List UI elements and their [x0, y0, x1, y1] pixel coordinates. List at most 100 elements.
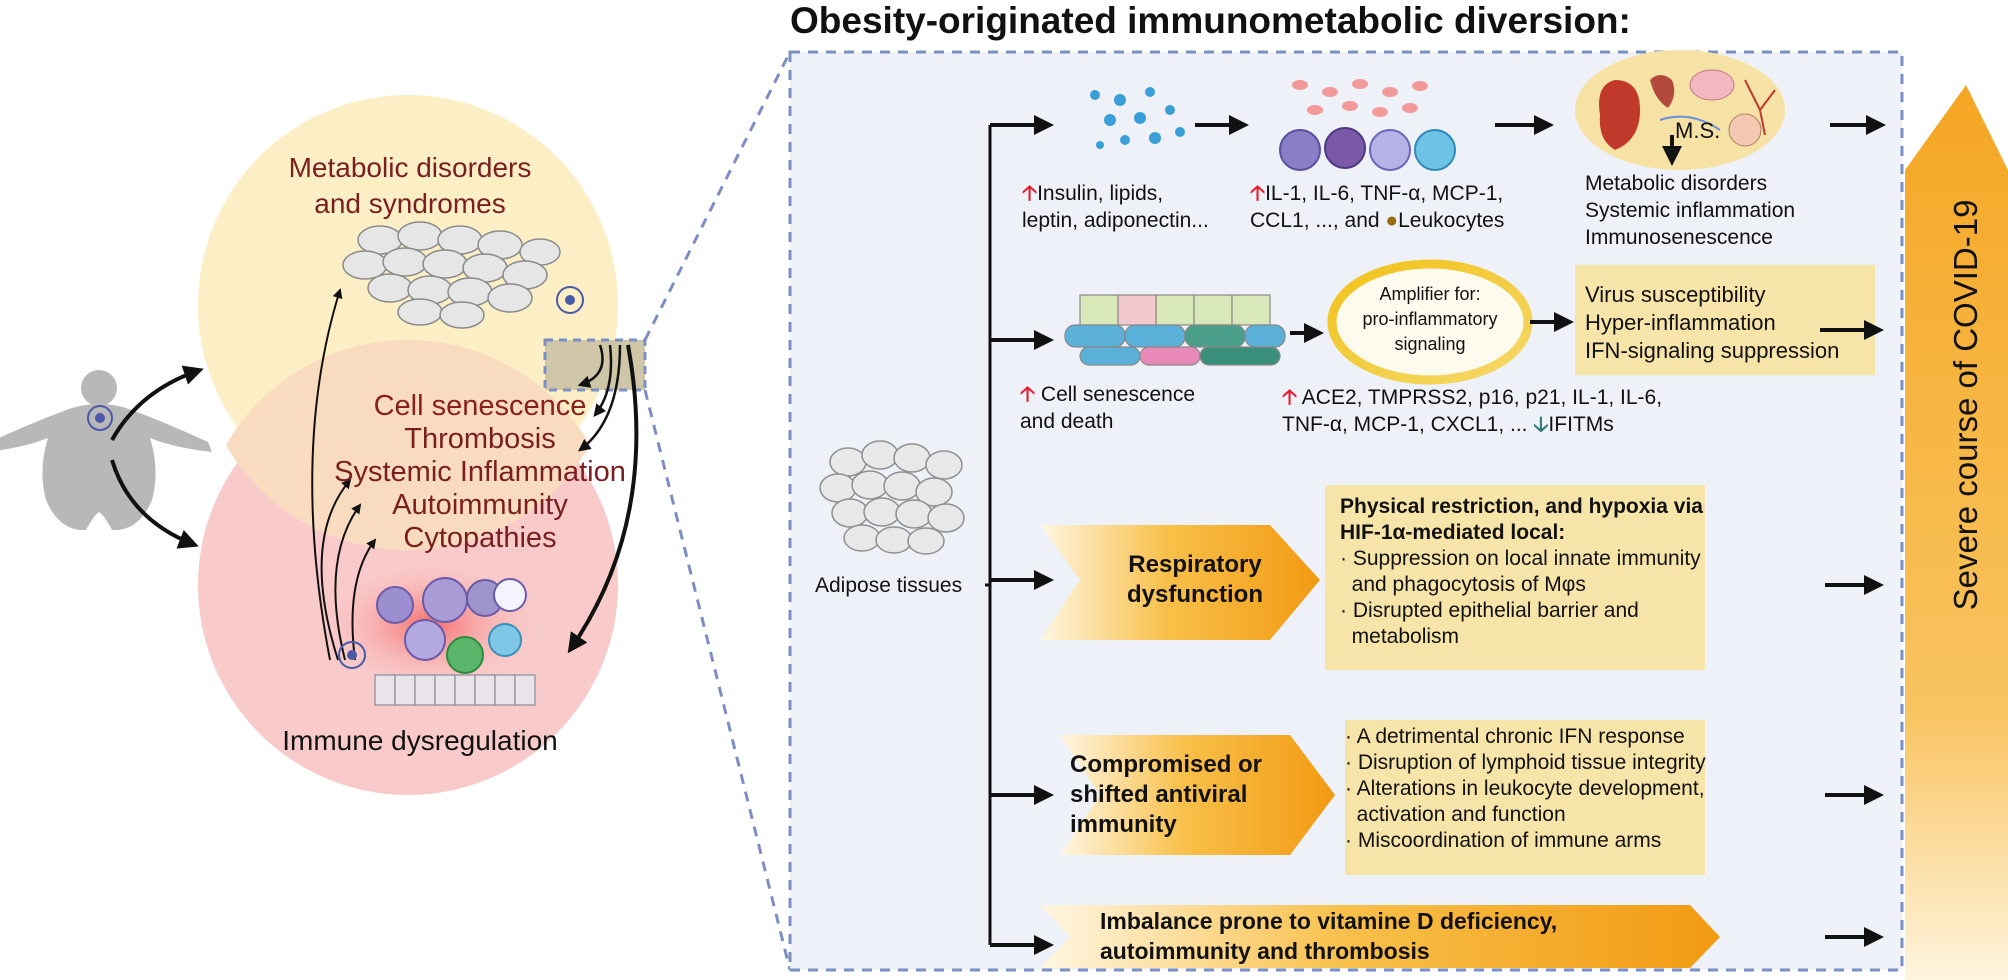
box-bullet: and phagocytosis of Mφs — [1340, 573, 1586, 596]
row1-outcome: Metabolic disorders Systemic inflammatio… — [1585, 170, 1795, 251]
virus-icon-adipose — [556, 286, 584, 314]
outcome-item: Hyper-inflammation — [1585, 310, 1776, 335]
down-arrow-icon: 🡣 — [1533, 413, 1549, 436]
box-bullet: · Disrupted epithelial barrier and — [1340, 599, 1639, 622]
senescence-line1: Cell senescence — [1040, 383, 1196, 406]
up-arrow-icon: 🡡 — [1250, 182, 1266, 205]
conditions-list: Cell senescence Thrombosis Systemic Infl… — [290, 390, 670, 555]
arrow-to-metabolic-up — [311, 288, 343, 661]
arrow-to-immune — [567, 344, 639, 654]
cytokines-line1: IL-1, IL-6, TNF-α, MCP-1, — [1265, 182, 1504, 205]
zoom-selection-box — [543, 338, 647, 392]
up-arrow-icon: 🡡 — [1282, 386, 1298, 409]
adipose-cluster-right — [819, 440, 965, 555]
row4-box-text: · A detrimental chronic IFN response · D… — [1345, 724, 1706, 854]
row2-markers: 🡡 ACE2, TMPRSS2, p16, p21, IL-1, IL-6, T… — [1282, 384, 1662, 438]
chevron-line: Imbalance prone to vitamine D deficiency… — [1100, 908, 1558, 934]
condition-item: Cytopathies — [403, 522, 557, 554]
vitamin-d-chevron — [1040, 905, 1720, 968]
outcome-item: Metabolic disorders — [1585, 172, 1768, 195]
metabolites-line2: leptin, adiponectin... — [1022, 209, 1209, 232]
chevron-line: immunity — [1070, 811, 1177, 838]
ms-label: M.S. — [1675, 118, 1721, 143]
immune-label: Immune dysregulation — [282, 725, 558, 756]
person-to-immune-arrow — [110, 459, 199, 549]
row2-outcome-text: Virus susceptibility Hyper-inflammation … — [1585, 281, 1839, 365]
senescence-line2: and death — [1020, 410, 1114, 433]
arrow-to-inflammation — [320, 478, 352, 661]
row1-metabolites: 🡡Insulin, lipids, leptin, adiponectin... — [1022, 180, 1209, 234]
immune-cells-cluster — [376, 577, 527, 674]
antiviral-label: Compromised or shifted antiviral immunit… — [1070, 750, 1270, 840]
amplifier-loop — [1327, 259, 1533, 385]
box-title-line: Physical restriction, and hypoxia via — [1340, 495, 1703, 518]
leukocytes-row1 — [1279, 127, 1456, 171]
row2-outcome-box — [1575, 265, 1875, 375]
condition-item: Autoimmunity — [392, 489, 568, 521]
chevron-line: dysfunction — [1127, 581, 1263, 608]
cytokine-dots — [1292, 79, 1428, 117]
box-bullet: · Suppression on local innate immunity — [1340, 547, 1701, 570]
severe-course-arrow — [1905, 85, 2008, 980]
virus-icon-immune — [338, 641, 366, 669]
condition-item: Thrombosis — [404, 423, 556, 455]
zoom-line-bottom — [643, 389, 792, 971]
outcome-item: Immunosenescence — [1585, 226, 1773, 249]
chevron-line: Compromised or — [1070, 751, 1263, 778]
markers-line2: TNF-α, MCP-1, CXCL1, ... — [1282, 413, 1528, 436]
row2-senescence: 🡡 Cell senescence and death — [1020, 381, 1195, 435]
obese-person-icon — [0, 370, 212, 530]
markers-down-label: IFITMs — [1548, 413, 1614, 436]
epithelial-layer-right — [1064, 294, 1286, 366]
outcome-item: IFN-signaling suppression — [1585, 338, 1840, 363]
arrow-to-autoimmunity — [334, 503, 362, 661]
box-bullet: · Disruption of lymphoid tissue integrit… — [1345, 751, 1706, 774]
chevron-line: Respiratory — [1128, 551, 1262, 578]
box-title-line: HIF-1α-mediated local: — [1340, 521, 1566, 544]
box-bullet: · Miscoordination of immune arms — [1345, 829, 1662, 852]
respiratory-label: Respiratory dysfunction — [1105, 550, 1285, 610]
amplifier-label: Amplifier for: pro-inflammatory signalin… — [1350, 282, 1510, 357]
person-to-metabolic-arrow — [110, 365, 204, 441]
leukocytes-label: Leukocytes — [1398, 209, 1505, 232]
virus-icon — [87, 405, 113, 431]
respiratory-chevron — [1040, 525, 1320, 640]
cytokines-line2: CCL1, ..., and — [1250, 209, 1380, 232]
metabolic-label-line1: Metabolic disorders — [288, 152, 532, 183]
antiviral-chevron — [1060, 735, 1335, 855]
row3-box — [1325, 485, 1705, 670]
box-bullet: activation and function — [1345, 803, 1566, 826]
amplifier-line: Amplifier for: — [1379, 284, 1481, 304]
up-arrow-icon: 🡡 — [1022, 182, 1038, 205]
zoom-line-top — [643, 51, 792, 341]
outcome-item: Virus susceptibility — [1585, 282, 1766, 307]
metabolites-line1: Insulin, lipids, — [1037, 182, 1164, 205]
up-arrow-icon: 🡡 — [1020, 383, 1036, 406]
arrow-to-conditions-2 — [593, 344, 613, 417]
amplifier-line: signaling — [1394, 334, 1466, 354]
box-bullet: · Alterations in leukocyte development, — [1345, 777, 1705, 800]
row4-box — [1345, 720, 1705, 875]
arrow-to-conditions-1 — [577, 344, 604, 388]
metabolic-label: Metabolic disorders and syndromes — [230, 150, 590, 222]
modulation-icon: ● — [1385, 209, 1399, 232]
vitamin-d-label: Imbalance prone to vitamine D deficiency… — [1100, 906, 1557, 966]
epithelial-layer-left — [374, 674, 536, 706]
row1-cytokines: 🡡IL-1, IL-6, TNF-α, MCP-1, CCL1, ..., an… — [1250, 180, 1504, 234]
condition-item: Cell senescence — [373, 390, 587, 422]
severe-course-label: Severe course of COVID-19 — [1947, 199, 1984, 611]
outcome-item: Systemic inflammation — [1585, 199, 1796, 222]
condition-item: Systemic Inflammation — [334, 456, 626, 488]
metabolite-dots — [1090, 87, 1185, 149]
box-bullet: · A detrimental chronic IFN response — [1345, 725, 1685, 748]
box-bullet: metabolism — [1340, 625, 1460, 648]
arrow-to-conditions-3 — [578, 344, 622, 452]
adipose-cluster-left — [342, 221, 561, 329]
organs-icon — [1599, 69, 1776, 150]
chevron-line: autoimmunity and thrombosis — [1100, 938, 1430, 964]
adipose-label: Adipose tissues — [815, 574, 963, 597]
chevron-line: shifted antiviral — [1070, 781, 1248, 808]
diagram-title: Obesity-originated immunometabolic diver… — [790, 0, 1631, 41]
markers-line1: ACE2, TMPRSS2, p16, p21, IL-1, IL-6, — [1301, 386, 1663, 409]
